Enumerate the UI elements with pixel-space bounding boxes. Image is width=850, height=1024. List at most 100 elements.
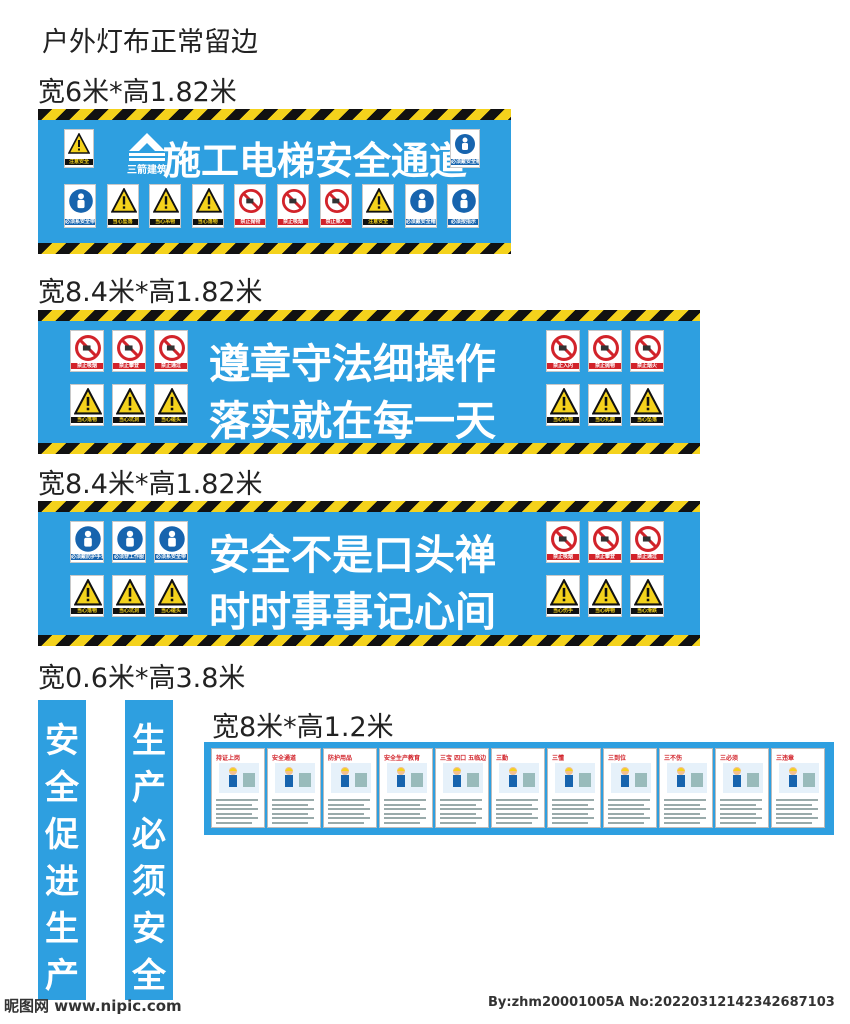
safety-sign-mandatory: 必须戴安全帽 [450,129,480,168]
text-line [552,821,588,824]
safety-sign-caption: 禁止入内 [547,363,579,369]
text-line [496,821,532,824]
safety-sign-caption: 禁止乘人 [320,219,351,225]
wide-board-panel: 三到位 [603,748,657,828]
text-line [608,799,650,801]
text-line [216,808,258,810]
safety-sign-warning: 注意安全 [64,129,94,168]
worker-illustration-icon [331,763,371,793]
hazard-stripe-top [38,310,700,321]
safety-sign-warning: 当心落物 [70,575,104,617]
safety-sign-caption: 禁止通过 [631,554,663,560]
text-line [328,808,370,810]
safety-sign-caption: 禁止吸烟 [278,219,308,225]
safety-sign-prohibition: 禁止入内 [546,330,580,372]
worker-illustration-icon [779,763,819,793]
worker-illustration-icon [219,763,259,793]
safety-sign-caption: 当心坑洞 [113,417,145,423]
hazard-stripe-bottom [38,635,700,646]
wide-board-panel-title: 三宝 四口 五临边 [440,755,487,762]
text-line [216,812,252,815]
wide-board-panel: 安全生产教育 [379,748,433,828]
safety-sign-prohibition: 禁止乘人 [319,184,352,228]
banner-3-slogan-line-1: 安全不是口头禅 [209,531,496,579]
safety-sign-prohibition: 禁止通过 [154,330,188,372]
text-line [272,799,314,801]
text-line [552,817,594,819]
safety-sign-warning: 当心落物 [70,384,104,426]
text-line [496,803,532,806]
safety-sign-warning: 当心吊物 [149,184,182,228]
vertical-size-label: 宽0.6米*高3.8米 [38,663,246,694]
banner-3-slogan-line-2: 时时事事记心间 [209,588,496,636]
hazard-stripe-top [38,501,700,512]
wide-board-panel: 三不伤 [659,748,713,828]
page-title: 户外灯布正常留边 [42,27,258,58]
banner-1-size-label: 宽6米*高1.82米 [38,77,237,108]
safety-sign-warning: 当心碰头 [154,384,188,426]
safety-sign-warning: 当心坠落 [630,384,664,426]
worker-illustration-icon [443,763,483,793]
text-line [776,812,812,815]
safety-sign-caption: 禁止吸烟 [547,554,579,560]
safety-sign-caption: 禁止抛物 [589,363,621,369]
company-logo: 三箭建筑 [105,131,189,176]
text-line [720,821,756,824]
wide-board-panel-title: 三懂 [552,755,565,762]
text-line [384,799,426,801]
text-line [496,808,538,810]
safety-sign-mandatory: 必须按指示 [447,184,480,228]
text-line [272,803,308,806]
text-line [440,812,476,815]
safety-sign-caption: 当心碰头 [155,608,187,614]
text-line [664,817,706,819]
safety-sign-caption: 当心伤手 [547,608,579,614]
safety-sign-warning: 当心落物 [191,184,224,228]
safety-sign-caption: 当心吊物 [547,417,579,423]
worker-illustration-icon [555,763,595,793]
safety-sign-caption: 禁止通过 [155,363,187,369]
safety-sign-caption: 当心落物 [71,608,103,614]
text-line [720,808,762,810]
wide-board-panel: 三勤 [491,748,545,828]
safety-sign-caption: 当心坠落 [631,417,663,423]
text-line [552,808,594,810]
worker-illustration-icon [499,763,539,793]
text-line [384,808,426,810]
wide-board-panel-title: 防护用品 [328,755,353,762]
safety-sign-warning: 注意安全 [362,184,395,228]
text-line [440,808,482,810]
text-line [664,821,700,824]
text-line [328,812,364,815]
text-line [328,803,364,806]
safety-sign-prohibition: 禁止抛物 [588,330,622,372]
text-line [776,821,812,824]
text-line [272,821,308,824]
watermark-author: By:zhm20001005A No:20220312142342687103 [488,995,835,1010]
wide-board-panel-title: 三必须 [720,755,739,762]
worker-illustration-icon [387,763,427,793]
safety-sign-prohibition: 禁止攀登 [588,521,622,563]
text-line [216,799,258,801]
text-line [328,821,364,824]
text-line [720,812,756,815]
text-line [216,821,252,824]
text-line [664,808,706,810]
banner-2-slogan-line-2: 落实就在每一天 [209,397,496,445]
wide-board-panel-title: 安全生产教育 [384,755,421,762]
text-line [776,799,818,801]
safety-sign-caption: 必须戴防护手套 [71,554,103,560]
safety-sign-caption: 必须戴安全帽 [451,159,479,165]
safety-sign-caption: 当心碎物 [589,608,621,614]
safety-sign-caption: 禁止抛物 [235,219,266,225]
safety-sign-mandatory: 必须戴防护手套 [70,521,104,563]
text-line [664,799,706,801]
text-line [384,817,426,819]
safety-sign-caption: 必须系安全带 [155,554,187,560]
safety-sign-warning: 当心坑洞 [112,384,146,426]
worker-illustration-icon [723,763,763,793]
safety-sign-mandatory: 必须穿工作服 [112,521,146,563]
wide-board-panel: 防护用品 [323,748,377,828]
text-line [776,817,818,819]
wide-board: 持证上岗安全通道防护用品安全生产教育三宝 四口 五临边三勤三懂三到位三不伤三必须… [204,742,834,835]
